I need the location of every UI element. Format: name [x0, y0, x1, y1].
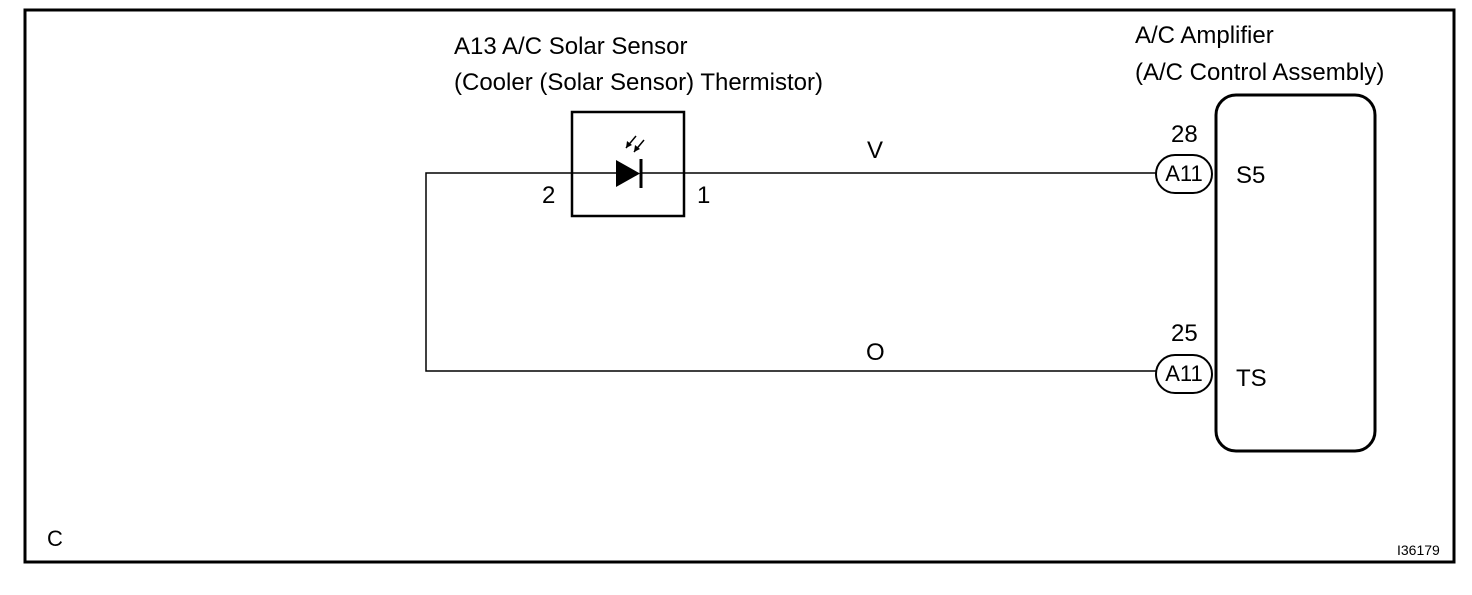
corner-label: C	[47, 526, 63, 551]
diagram-frame	[23, 8, 1456, 564]
terminal-label-bottom: TS	[1236, 365, 1267, 392]
connector-top: A11	[1155, 154, 1213, 194]
amplifier-title-line1: A/C Amplifier	[1135, 22, 1274, 49]
figure-id: I36179	[1397, 542, 1440, 558]
terminal-label-top: S5	[1236, 162, 1266, 189]
connector-pin-top: 28	[1171, 121, 1198, 148]
connector-bottom: A11	[1155, 354, 1213, 394]
wire-color-top: V	[867, 137, 884, 164]
amplifier-title-line2: (A/C Control Assembly)	[1135, 59, 1385, 86]
wire-color-bottom: O	[866, 339, 885, 366]
sensor-title-line1: A13 A/C Solar Sensor	[454, 33, 688, 60]
photodiode-icon	[616, 135, 645, 188]
connector-pin-bottom: 25	[1171, 320, 1198, 347]
sensor-pin-left: 2	[542, 182, 556, 209]
wire-ground-loop	[425, 172, 1156, 372]
sensor-pin-right: 1	[697, 182, 711, 209]
solar-sensor-box	[570, 110, 686, 218]
amplifier-box	[1214, 93, 1377, 453]
sensor-title-line2: (Cooler (Solar Sensor) Thermistor)	[454, 69, 823, 96]
